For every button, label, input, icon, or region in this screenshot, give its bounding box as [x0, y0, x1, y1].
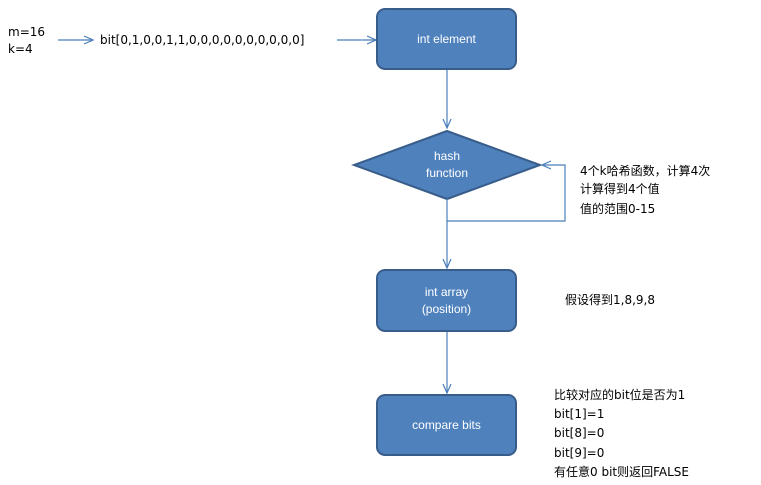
- int-element-label: int element: [417, 31, 476, 46]
- bit-array-label: bit[0,1,0,0,1,1,0,0,0,0,0,0,0,0,0,0]: [100, 33, 305, 47]
- hash-note-line1: 4个k哈希函数，计算4次: [580, 164, 711, 178]
- hash-note-line2: 计算得到4个值: [580, 182, 660, 196]
- hash-label-line1: hash: [433, 149, 461, 163]
- compare-note-line1: 比较对应的bit位是否为1: [554, 388, 686, 402]
- compare-bits-node: compare bits: [376, 394, 517, 456]
- compare-note-line3: bit[8]=0: [554, 426, 605, 440]
- int-array-node: int array (position): [376, 269, 517, 332]
- int-array-label-line1: int array: [424, 284, 469, 299]
- compare-bits-label: compare bits: [412, 417, 481, 432]
- param-k: k=4: [8, 42, 33, 56]
- compare-note-line2: bit[1]=1: [554, 407, 605, 421]
- hash-function-label: hash function: [394, 146, 500, 184]
- hash-label-line2: function: [425, 166, 469, 180]
- compare-note-line5: 有任意0 bit则返回FALSE: [554, 465, 690, 479]
- int-element-node: int element: [376, 8, 517, 70]
- arrow-hash-loop: [446, 165, 566, 222]
- assume-note: 假设得到1,8,9,8: [565, 293, 655, 307]
- compare-note-line4: bit[9]=0: [554, 446, 605, 460]
- int-array-label-line2: (position): [421, 301, 472, 316]
- hash-note-line3: 值的范围0-15: [580, 202, 656, 216]
- param-m: m=16: [8, 25, 46, 39]
